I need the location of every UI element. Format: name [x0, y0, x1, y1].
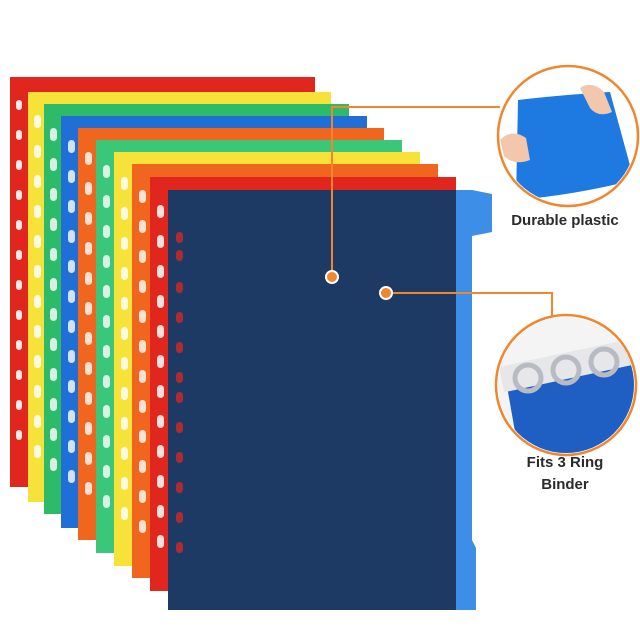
divider-front-blue — [168, 190, 492, 610]
ring-binder-photo — [494, 313, 638, 457]
durable-plastic-photo — [496, 64, 640, 208]
durable-plastic-label: Durable plastic — [490, 210, 640, 232]
ring-binder-text-line2: Binder — [541, 476, 589, 493]
callout-line-durable — [331, 106, 500, 277]
ring-binder-label: Fits 3 Ring Binder — [500, 452, 630, 496]
divider-stack — [10, 77, 492, 610]
pointer-dot — [379, 286, 393, 300]
pointer-dot — [325, 270, 339, 284]
durable-plastic-text: Durable plastic — [511, 212, 619, 229]
ring-binder-text-line1: Fits 3 Ring — [526, 454, 604, 471]
